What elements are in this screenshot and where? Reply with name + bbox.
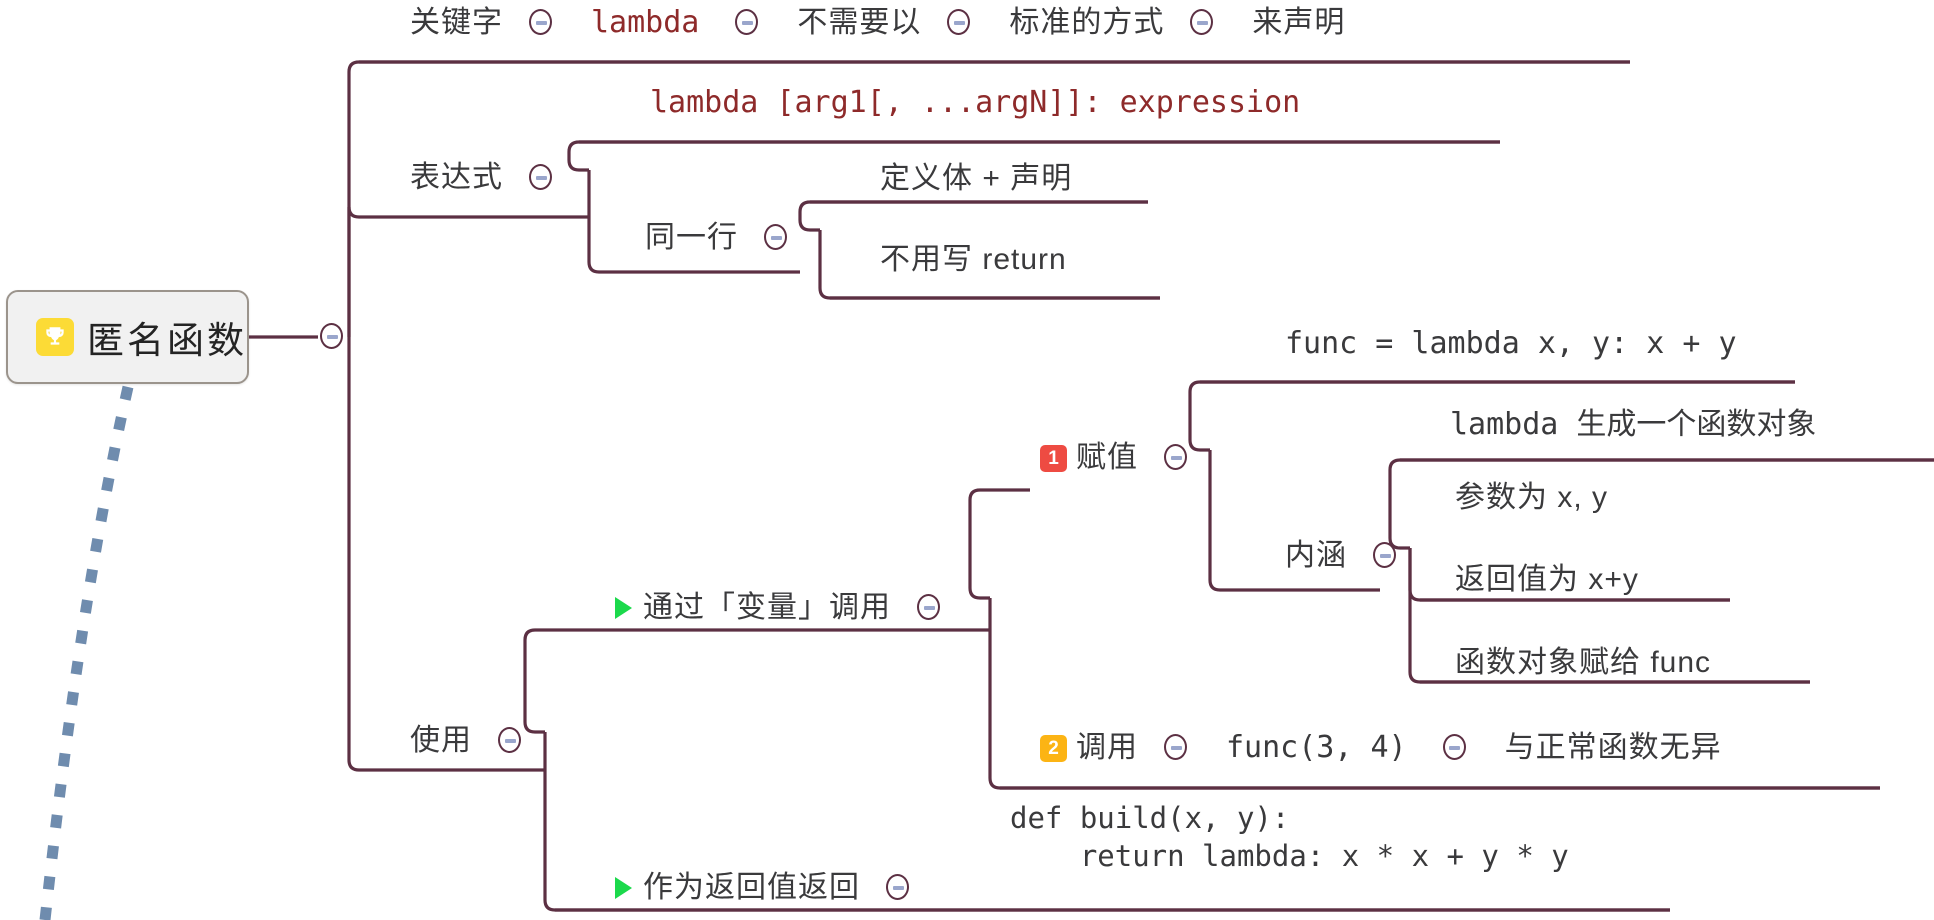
node-expression-syntax[interactable]: lambda [arg1[, ...argN]]: expression [650,85,1301,120]
toggle-usage[interactable] [496,726,526,756]
node-keyword-declare[interactable]: 来声明 [1252,6,1346,39]
node-assign-code[interactable]: func = lambda x, y: x + y [1285,326,1737,361]
node-return-code[interactable]: def build(x, y): return lambda: x * x + … [1010,801,1569,873]
green-triangle-marker-icon [615,597,632,619]
node-same-line[interactable]: 同一行 [645,221,738,254]
node-assign-code-row: func = lambda x, y: x + y [1285,329,1737,359]
toggle-invoke[interactable] [1162,733,1192,763]
node-keyword-row: 关键字 lambda 不需要以 标准的方式 来声明 [410,8,1345,38]
root-node[interactable]: 匿名函数 [6,290,249,384]
node-return-as-value[interactable]: 作为返回值返回 [643,871,860,904]
toggle-connotation[interactable] [1371,541,1401,571]
node-connotation-return[interactable]: 返回值为 x+y [1455,563,1639,596]
toggle-keyword-lambda[interactable] [733,8,763,38]
node-connotation-assign[interactable]: 函数对象赋给 func [1455,646,1712,679]
node-invoke-row: 2 调用 func(3, 4) 与正常函数无异 [1040,733,1722,763]
toggle-call-via-variable[interactable] [915,593,945,623]
node-return-code-row: def build(x, y): return lambda: x * x + … [1010,800,1569,875]
toggle-keyword-standard[interactable] [1188,8,1218,38]
node-usage-row: 使用 [410,726,526,756]
toggle-keyword[interactable] [527,8,557,38]
badge-2: 2 [1040,734,1067,762]
node-call-via-variable[interactable]: 通过「变量」调用 [643,591,891,624]
node-expression-row: 表达式 [410,163,557,193]
node-connotation-assign-row: 函数对象赋给 func [1455,648,1711,678]
node-connotation-title[interactable]: lambda 生成一个函数对象 [1450,407,1817,442]
toggle-assign[interactable] [1162,443,1192,473]
node-keyword-no-need[interactable]: 不需要以 [797,6,922,39]
node-keyword-standard[interactable]: 标准的方式 [1009,6,1165,39]
node-invoke-note[interactable]: 与正常函数无异 [1504,731,1722,764]
node-same-line-body-row: 定义体 + 声明 [880,164,1072,194]
node-same-line-noreturn[interactable]: 不用写 return [880,243,1067,276]
node-invoke-code[interactable]: func(3, 4) [1226,730,1407,765]
trophy-icon [36,318,74,356]
node-usage[interactable]: 使用 [410,724,472,757]
badge-1: 1 [1040,444,1067,472]
node-connotation[interactable]: 内涵 [1285,539,1347,572]
toggle-invoke-code[interactable] [1441,733,1471,763]
node-assign[interactable]: 赋值 [1076,441,1138,474]
toggle-same-line[interactable] [762,223,792,253]
node-return-as-value-row: 作为返回值返回 [615,873,914,903]
toggle-keyword-no-need[interactable] [945,8,975,38]
dotted-relation-link [39,385,134,920]
green-triangle-marker-icon [615,877,632,899]
node-connotation-title-row: lambda 生成一个函数对象 [1450,410,1816,440]
node-same-line-noreturn-row: 不用写 return [880,245,1067,275]
node-invoke[interactable]: 调用 [1076,731,1138,764]
node-expression-syntax-row: lambda [arg1[, ...argN]]: expression [650,88,1300,118]
node-assign-row: 1 赋值 [1040,443,1192,473]
node-connotation-return-row: 返回值为 x+y [1455,565,1639,595]
node-connotation-row: 内涵 [1285,541,1401,571]
node-connotation-params[interactable]: 参数为 x, y [1455,481,1609,514]
toggle-expression[interactable] [527,163,557,193]
node-same-line-row: 同一行 [645,223,792,253]
node-keyword-lambda[interactable]: lambda [591,5,700,40]
toggle-root[interactable] [318,322,348,352]
toggle-return-as-value[interactable] [884,873,914,903]
node-expression[interactable]: 表达式 [410,161,503,194]
node-keyword[interactable]: 关键字 [410,6,503,39]
node-call-via-variable-row: 通过「变量」调用 [615,593,945,623]
root-label: 匿名函数 [87,319,247,362]
node-same-line-body[interactable]: 定义体 + 声明 [880,162,1073,195]
node-connotation-params-row: 参数为 x, y [1455,483,1608,513]
